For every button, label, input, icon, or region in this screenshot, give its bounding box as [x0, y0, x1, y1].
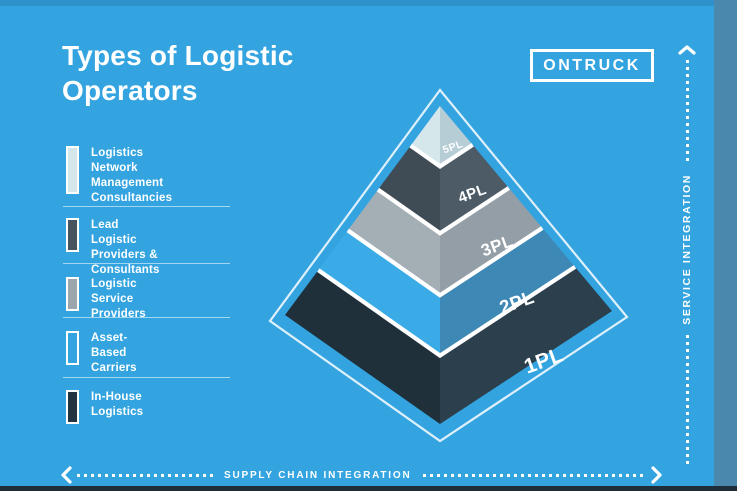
supply-chain-axis: SUPPLY CHAIN INTEGRATION	[60, 464, 663, 486]
brand-badge: ONTRUCK	[530, 49, 654, 82]
dotted-line	[685, 334, 689, 467]
tier-gap-line	[376, 186, 510, 236]
service-integration-axis: SERVICE INTEGRATION	[676, 44, 698, 467]
legend-divider	[63, 317, 230, 318]
page-title-line2: Operators	[62, 75, 198, 106]
right-edge-band	[714, 0, 737, 491]
page-title-line1: Types of Logistic	[62, 40, 294, 71]
tier-gap-line	[317, 265, 577, 359]
tier-gap-line	[346, 226, 544, 298]
legend-item: Asset-Based Carriers	[66, 331, 137, 376]
tier-right-face-1pl	[440, 266, 612, 424]
page-title: Types of Logistic Operators	[62, 38, 294, 108]
dotted-line	[685, 60, 689, 164]
legend-label: Asset-Based Carriers	[91, 332, 137, 374]
tier-right-face-3pl	[440, 188, 543, 296]
tier-right-face-2pl	[440, 228, 575, 356]
brand-label: ONTRUCK	[543, 56, 641, 74]
supply-chain-label: SUPPLY CHAIN INTEGRATION	[224, 469, 412, 481]
dotted-line	[77, 473, 213, 477]
legend-swatch	[66, 277, 79, 311]
tier-left-face-2pl	[318, 230, 440, 356]
dotted-line	[423, 473, 646, 477]
tier-left-face-5pl	[410, 106, 440, 167]
pyramid-outline	[268, 88, 629, 443]
legend-label: In-House Logistics	[91, 391, 144, 418]
legend-label: Logistics Network Management Consultanci…	[91, 147, 173, 204]
tier-left-face-4pl	[378, 145, 440, 234]
right-arrow-icon	[651, 466, 663, 484]
service-integration-label: SERVICE INTEGRATION	[681, 174, 693, 325]
legend-item: In-House Logistics	[66, 390, 143, 424]
legend-swatch	[66, 331, 79, 365]
top-edge	[0, 0, 714, 6]
legend-divider	[63, 206, 230, 207]
legend-swatch	[66, 218, 79, 252]
legend-label: Lead Logistic Providers & Consultants	[91, 219, 160, 276]
legend-item: Logistics Network Management Consultanci…	[66, 146, 172, 206]
legend-swatch	[66, 146, 79, 194]
legend-swatch	[66, 390, 79, 424]
tier-gap-line	[409, 143, 474, 169]
legend-item: Lead Logistic Providers & Consultants	[66, 218, 160, 278]
left-arrow-icon	[61, 466, 72, 484]
tier-left-face-1pl	[285, 270, 440, 424]
bottom-edge	[0, 486, 737, 491]
legend-divider	[63, 263, 230, 264]
up-arrow-icon	[678, 45, 696, 55]
tier-right-face-5pl	[440, 106, 473, 167]
legend-divider	[63, 377, 230, 378]
tier-left-face-3pl	[347, 189, 440, 296]
tier-right-face-4pl	[440, 144, 509, 234]
